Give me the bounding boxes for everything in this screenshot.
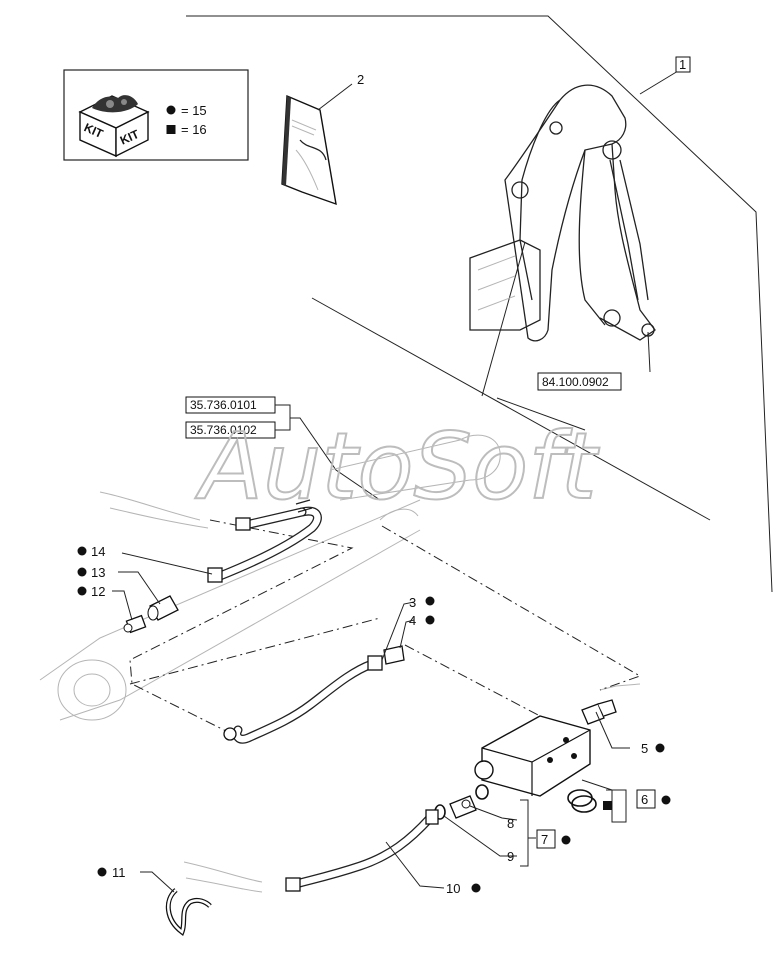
kit-15-marker-4 <box>425 615 435 625</box>
callout-5: 5 <box>641 741 648 756</box>
kit-15-marker-11 <box>97 867 107 877</box>
kit-15-marker-12 <box>77 586 87 596</box>
callout-14: 14 <box>91 544 105 559</box>
ref-hose-b-label: 35.736.0102 <box>190 423 257 437</box>
hose-lower <box>285 809 439 892</box>
ref-loader-label: 84.100.0902 <box>542 375 609 389</box>
callouts: 14 13 12 3 4 5 6 8 7 9 10 11 <box>77 544 671 896</box>
kit-15-marker-10 <box>471 883 481 893</box>
watermark: AutoSoft <box>195 413 600 520</box>
ref-hose-a-label: 35.736.0101 <box>190 398 257 412</box>
kit-square-entry: = 16 <box>181 122 207 137</box>
kit-15-marker-13 <box>77 567 87 577</box>
kit-box-icon: KIT KIT <box>78 95 150 158</box>
callout-11: 11 <box>112 865 126 880</box>
kit-15-marker-6 <box>661 795 671 805</box>
kit-circle-entry: = 15 <box>181 103 207 118</box>
ref-1-label: 1 <box>679 57 686 72</box>
callout-12: 12 <box>91 584 105 599</box>
hose-middle <box>223 645 405 744</box>
kit-15-marker-7 <box>561 835 571 845</box>
valve-block <box>474 699 617 797</box>
kit-15-marker-3 <box>425 596 435 606</box>
hose-upper <box>207 499 322 583</box>
manual-booklet: 2 <box>281 72 364 206</box>
cylinder-ghost <box>39 434 641 893</box>
ref-box-6[interactable]: 6 <box>636 789 656 809</box>
callout-2: 2 <box>357 72 364 87</box>
callout-leaders <box>112 552 630 893</box>
kit-legend: KIT KIT = 15 = 16 <box>63 69 249 161</box>
circle-bullet-icon <box>166 105 176 115</box>
loader-illustration <box>469 84 656 373</box>
kit-16-marker-6 <box>603 801 612 810</box>
callout-13: 13 <box>91 565 105 580</box>
ref-box-7[interactable]: 7 <box>536 829 556 849</box>
ref-loader[interactable]: 84.100.0902 <box>537 372 622 391</box>
kit-15-marker-5 <box>655 743 665 753</box>
ref-hose-a[interactable]: 35.736.0101 <box>185 396 276 414</box>
fitting-8 <box>449 795 477 819</box>
square-bullet-icon <box>166 125 176 134</box>
fitting-12 <box>123 614 147 634</box>
callout-3: 3 <box>409 595 416 610</box>
callout-9: 9 <box>507 849 514 864</box>
kit-15-marker-14 <box>77 546 87 556</box>
fitting-13 <box>147 595 179 621</box>
ref-box-1[interactable]: 1 <box>675 56 691 73</box>
hose-clip <box>165 888 212 936</box>
callout-8: 8 <box>507 816 514 831</box>
callout-4: 4 <box>409 613 416 628</box>
ref-6-label: 6 <box>641 792 648 807</box>
callout-10: 10 <box>446 881 460 896</box>
ref-7-label: 7 <box>541 832 548 847</box>
